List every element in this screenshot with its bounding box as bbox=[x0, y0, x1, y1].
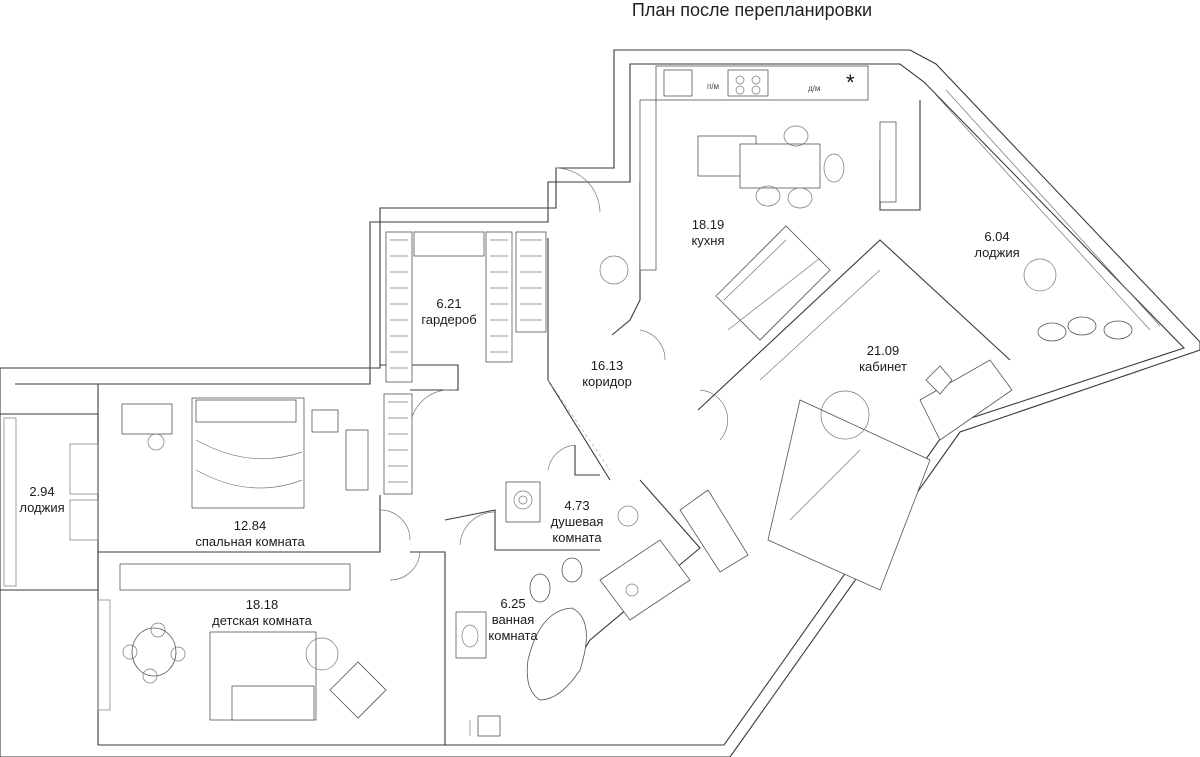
room-name: душевая комната bbox=[550, 514, 604, 545]
dishwasher-label: п/м bbox=[707, 82, 720, 91]
room-area: 6.21 bbox=[436, 296, 462, 311]
loggia-east-furniture bbox=[935, 89, 1161, 342]
room-name: детская комната bbox=[212, 613, 312, 628]
room-area: 18.19 bbox=[691, 217, 725, 232]
room-name: лоджия bbox=[19, 500, 65, 515]
room-name: гардероб bbox=[421, 312, 477, 327]
room-area: 6.25 bbox=[500, 596, 526, 611]
door-arcs bbox=[379, 167, 729, 581]
wardrobe-racks bbox=[383, 231, 547, 495]
room-label-corridor: 16.13 коридор bbox=[582, 358, 632, 390]
outer-walls bbox=[0, 49, 1200, 757]
room-label-loggia-west: 2.94 лоджия bbox=[19, 484, 64, 516]
bedroom-furniture bbox=[121, 397, 369, 509]
loggia-west-furniture bbox=[3, 417, 99, 587]
bathroom-fixtures bbox=[455, 481, 691, 737]
room-label-bathroom: 6.25 ванная комната bbox=[478, 596, 548, 644]
room-area: 16.13 bbox=[590, 358, 624, 373]
room-name: кабинет bbox=[859, 359, 907, 374]
room-name: лоджия bbox=[974, 245, 1020, 260]
room-label-shower: 4.73 душевая комната bbox=[537, 498, 617, 546]
washer-label: д/м bbox=[808, 84, 821, 93]
room-area: 21.09 bbox=[866, 343, 900, 358]
kitchen-furniture bbox=[599, 65, 897, 341]
room-area: 12.84 bbox=[233, 518, 267, 533]
room-area: 18.18 bbox=[245, 597, 279, 612]
room-name: коридор bbox=[582, 374, 632, 389]
room-label-loggia-east: 6.04 лоджия bbox=[974, 229, 1019, 261]
room-name: кухня bbox=[691, 233, 725, 248]
room-name: ванная комната bbox=[488, 612, 538, 643]
room-label-kitchen: 18.19 кухня bbox=[691, 217, 724, 249]
room-label-kids: 18.18 детская комната bbox=[212, 597, 312, 629]
room-area: 4.73 bbox=[564, 498, 590, 513]
kids-room-furniture bbox=[97, 563, 387, 721]
room-area: 6.04 bbox=[984, 229, 1010, 244]
plan-title: План после перепланировки bbox=[631, 0, 873, 20]
room-name: спальная комната bbox=[195, 534, 305, 549]
study-furniture bbox=[679, 257, 1013, 591]
room-label-bedroom: 12.84 спальная комната bbox=[195, 518, 304, 550]
room-area: 2.94 bbox=[29, 484, 55, 499]
room-label-wardrobe: 6.21 гардероб bbox=[421, 296, 476, 328]
room-label-study: 21.09 кабинет bbox=[859, 343, 907, 375]
asterisk-icon: * bbox=[846, 70, 855, 95]
